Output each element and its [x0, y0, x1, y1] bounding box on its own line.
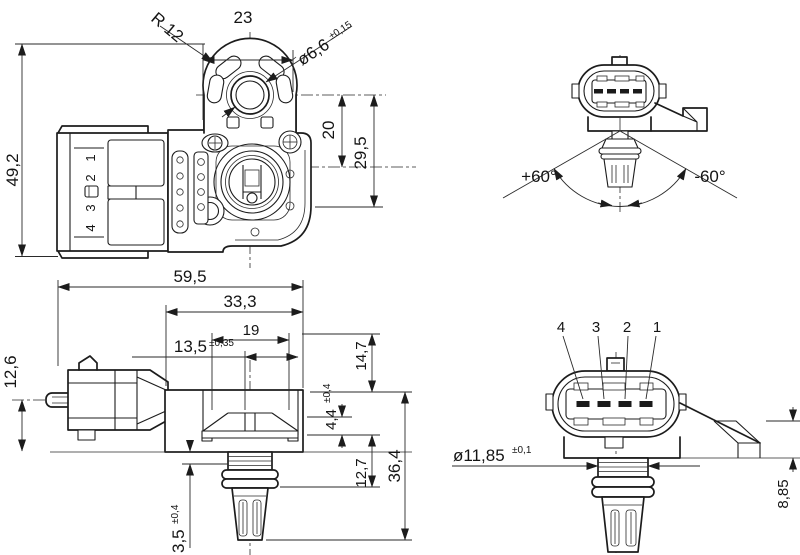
dim-port-width: 19 — [243, 322, 260, 339]
dim-width-23: 23 — [234, 8, 253, 27]
dim-connector-height: 12,6 — [1, 355, 20, 388]
rotation-view: +60° -60° — [502, 55, 738, 212]
svg-text:±0,4: ±0,4 — [322, 383, 333, 403]
plan-connector: 1 2 3 4 — [56, 125, 169, 259]
dim-diameter-tol: ±0,1 — [512, 445, 532, 456]
front-dimensions: 4 3 2 1 ø11,85 ±0,1 8,85 — [452, 319, 800, 509]
rotation-connector — [571, 56, 708, 188]
side-connector — [45, 355, 169, 441]
dim-bracket-height: 8,85 — [775, 479, 792, 508]
front-pin-3 — [597, 401, 611, 407]
dim-lower-height: 12,7 — [353, 458, 370, 487]
front-pin-label-3: 3 — [592, 319, 600, 336]
dim-port-offset-tol: ±0,35 — [209, 338, 234, 349]
side-tip — [221, 451, 279, 541]
front-pin-4 — [576, 401, 590, 407]
dim-port-offset: 13,5 — [174, 337, 207, 356]
plan-pin-2: 2 — [83, 174, 98, 181]
front-tip — [591, 457, 655, 553]
dim-diameter: ø11,85 — [453, 446, 505, 465]
front-pin-2 — [618, 401, 632, 407]
plan-mounting-hole — [230, 75, 270, 115]
svg-text:3,5: 3,5 — [169, 529, 188, 553]
dim-flange-thickness: 4,4 ±0,4 — [322, 383, 340, 430]
svg-text:±0,4: ±0,4 — [170, 504, 181, 524]
plan-sensor-cell — [213, 143, 291, 221]
dim-height-49-2: 49,2 — [3, 153, 22, 186]
side-body — [164, 389, 304, 453]
front-bracket — [679, 402, 761, 458]
plan-pin-3: 3 — [83, 204, 98, 211]
front-view: 4 3 2 1 ø11,85 ±0,1 8,85 — [452, 319, 800, 555]
rotation-bracket — [650, 102, 708, 132]
dim-offset-20: 20 — [319, 121, 338, 140]
dim-rotation-minus: -60° — [694, 167, 725, 186]
dim-total-width: 59,5 — [173, 267, 206, 286]
rotation-tip — [598, 138, 642, 188]
dim-offset-29-5: 29,5 — [351, 136, 370, 169]
dim-hole-diameter: ø6,6 ±0,15 — [294, 19, 355, 69]
side-dimensions: 59,5 33,3 19 13,5 ±0,35 12,6 14,7 — [1, 267, 412, 553]
dim-top-height: 14,7 — [353, 341, 370, 370]
side-view: 59,5 33,3 19 13,5 ±0,35 12,6 14,7 — [1, 267, 412, 555]
rotation-dimension: +60° -60° — [502, 130, 738, 208]
plan-body — [167, 37, 312, 253]
front-pin-label-1: 1 — [653, 319, 661, 336]
svg-text:4,4: 4,4 — [323, 409, 340, 430]
front-pin-label-4: 4 — [557, 319, 565, 336]
front-pin-1 — [639, 401, 653, 407]
front-pin-label-2: 2 — [623, 319, 631, 336]
svg-text:±0,15: ±0,15 — [327, 19, 354, 42]
dim-total-height: 36,4 — [385, 449, 404, 482]
plan-pin-4: 4 — [83, 224, 98, 231]
svg-text:ø6,6: ø6,6 — [294, 35, 333, 69]
dim-rotation-plus: +60° — [521, 167, 557, 186]
dim-body-width: 33,3 — [223, 292, 256, 311]
plan-pin-1: 1 — [83, 154, 98, 161]
plan-keyway-symbol — [84, 185, 99, 198]
front-connector — [545, 357, 687, 459]
plan-view: 1 2 3 4 — [3, 8, 416, 268]
dim-neck-height: 3,5 ±0,4 — [169, 504, 188, 553]
